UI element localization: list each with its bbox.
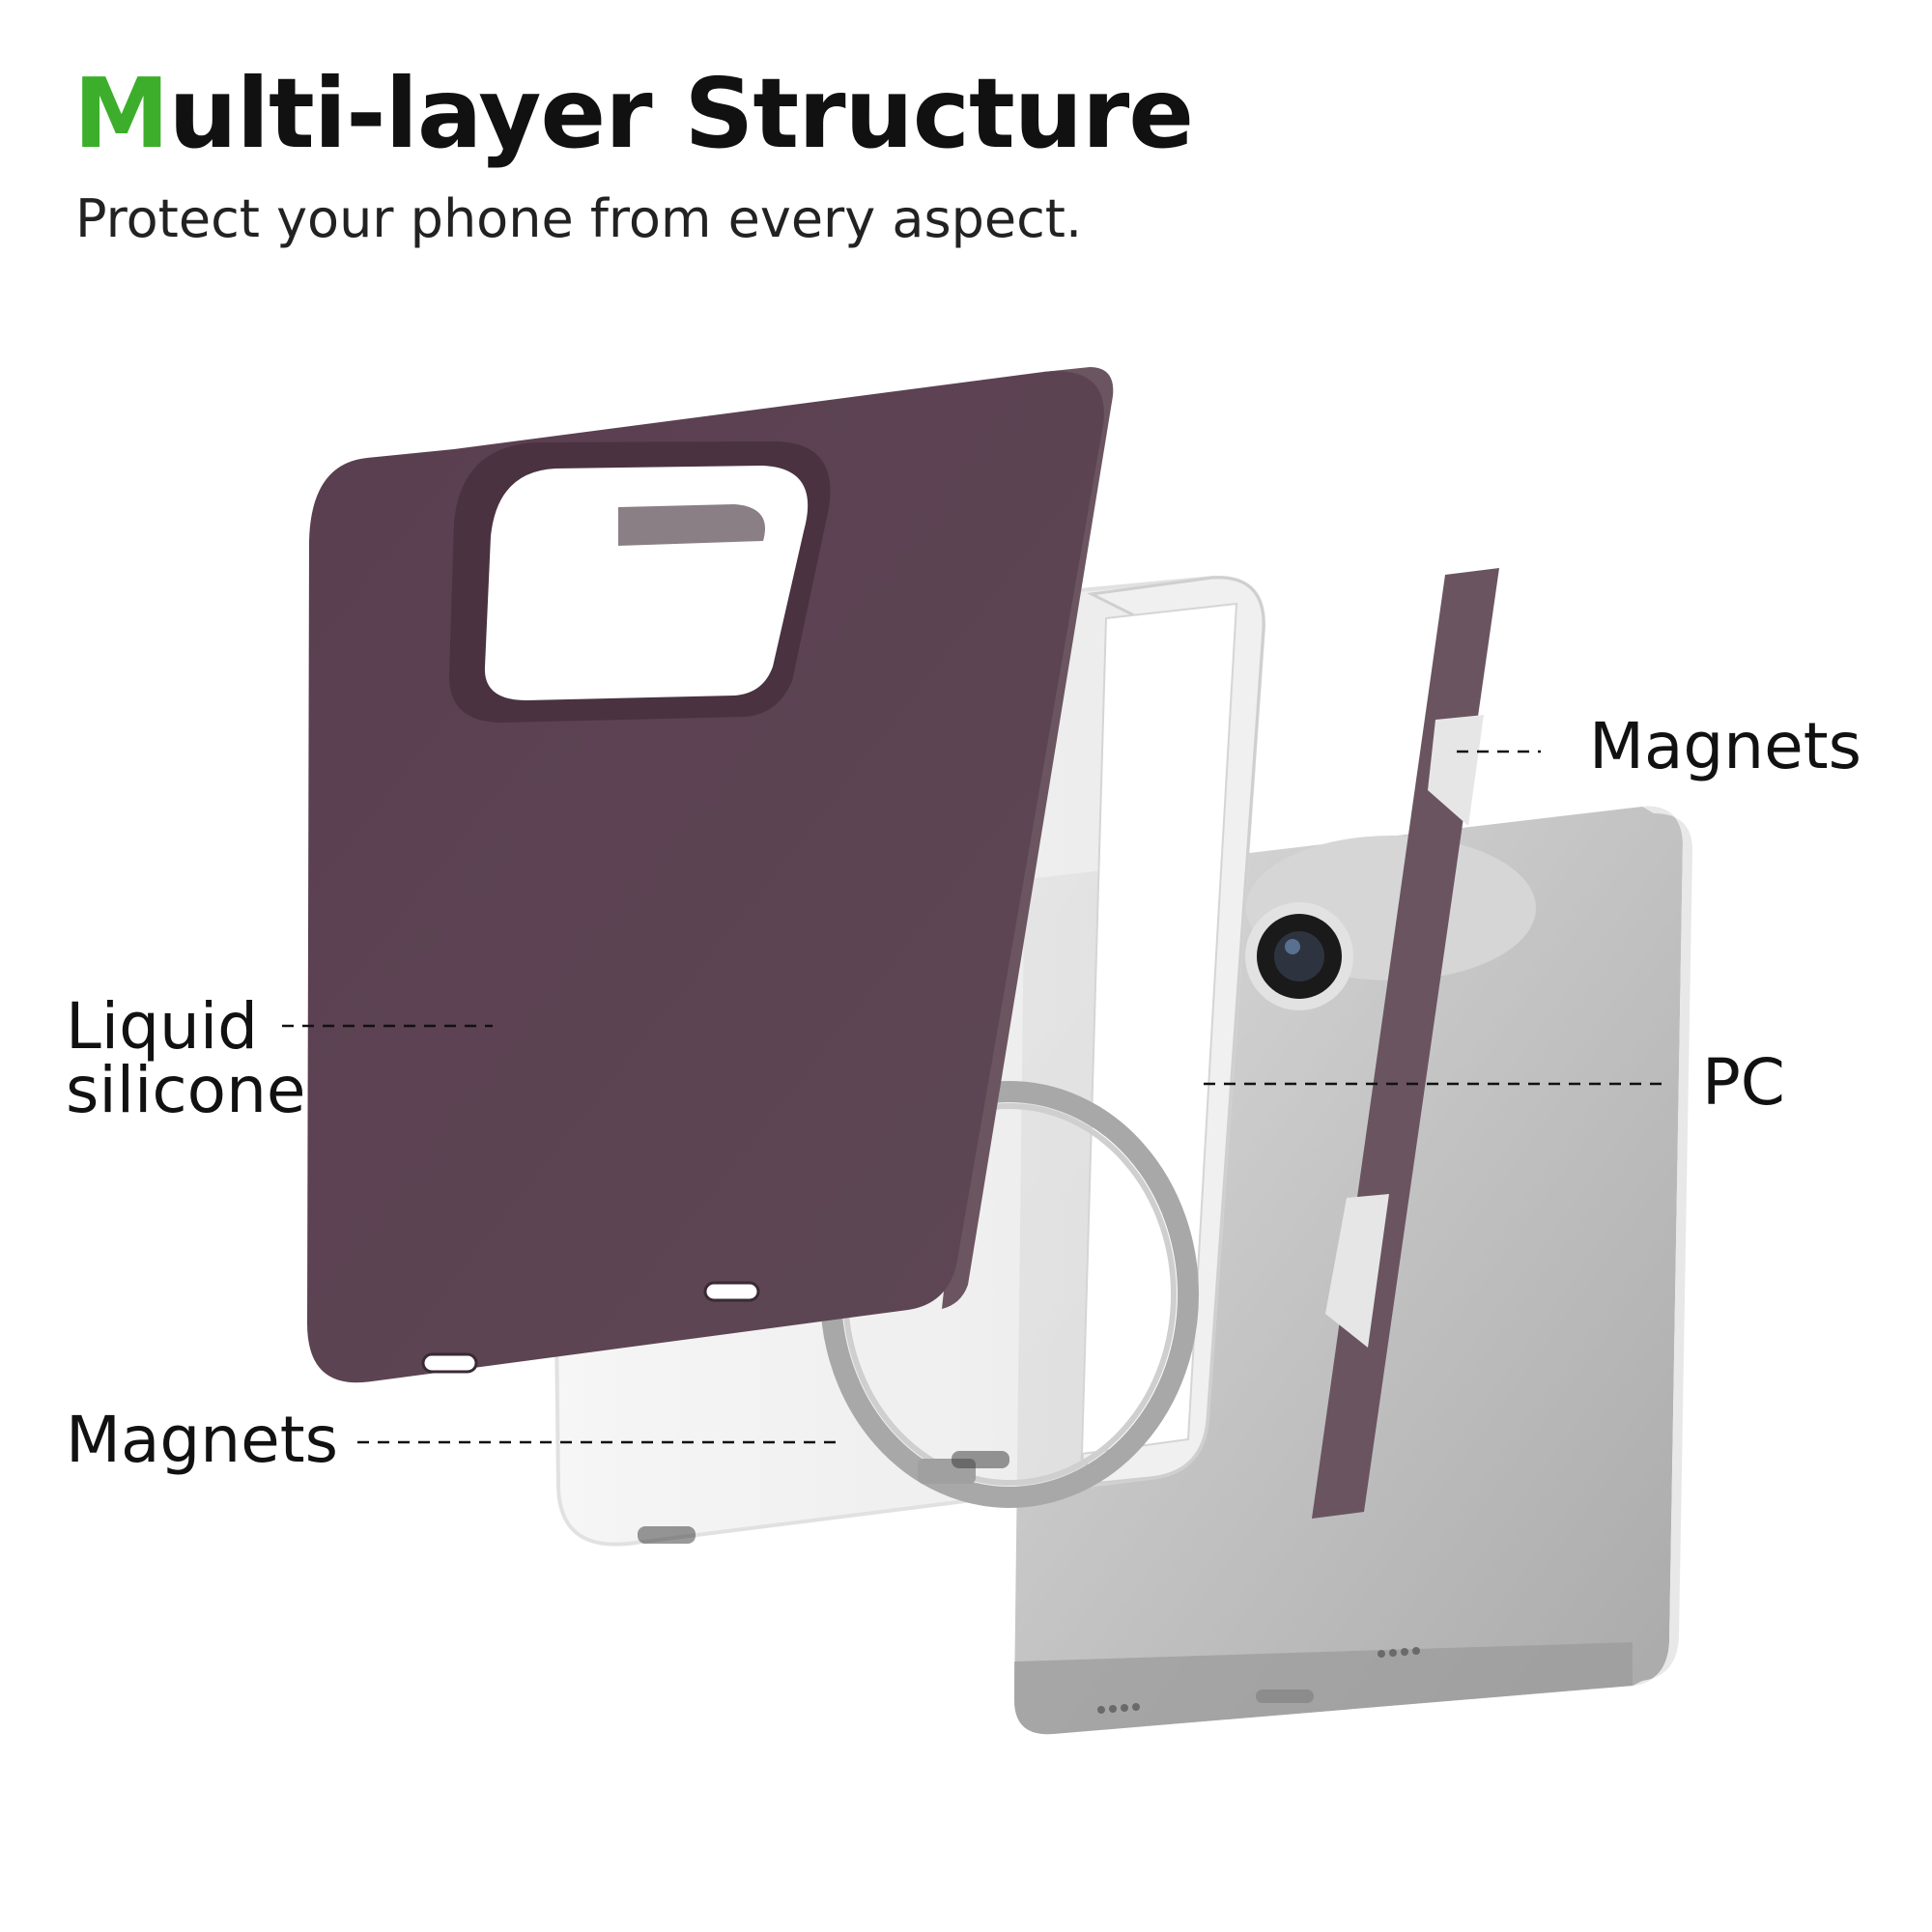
subtitle: Protect your phone from every aspect. <box>75 188 1083 249</box>
camera-cutout <box>449 441 831 723</box>
camera-icon <box>1245 836 1536 1010</box>
title-accent-letter: M <box>73 57 170 170</box>
callout-liquid-silicone: Liquid silicone <box>66 995 306 1122</box>
title-text: ulti-layer Structure <box>168 57 1195 170</box>
leader-lines <box>282 750 1666 1444</box>
silicone-case <box>307 367 1114 1383</box>
magnet-strip <box>1312 568 1499 1519</box>
callout-magnets-top: Magnets <box>1589 709 1861 783</box>
callout-magnets-bottom: Magnets <box>66 1403 338 1477</box>
callout-liquid-line1: Liquid <box>66 989 259 1064</box>
callout-pc: PC <box>1702 1045 1785 1120</box>
callout-liquid-line2: silicone <box>66 1053 306 1127</box>
page-title: Multi-layer Structure <box>73 66 1194 162</box>
